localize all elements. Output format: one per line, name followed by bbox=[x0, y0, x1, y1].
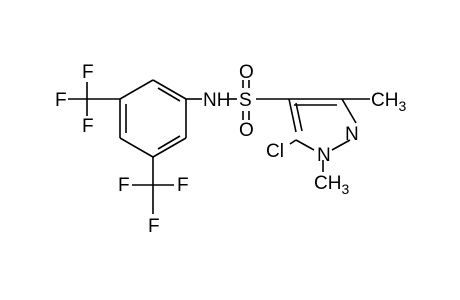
atom-f2: F bbox=[55, 90, 67, 111]
methyl-n1-subscript: 3 bbox=[341, 181, 349, 197]
atom-methyl-c3: CH3 bbox=[371, 90, 406, 114]
atom-s: S bbox=[239, 90, 252, 111]
atom-o-bottom: O bbox=[239, 120, 254, 141]
benzene-ring bbox=[119, 79, 187, 158]
cf3-group-upper bbox=[68, 82, 120, 116]
atom-methyl-n1: CH3 bbox=[314, 173, 349, 197]
atom-f4: F bbox=[118, 175, 130, 196]
bond-c5-cl bbox=[289, 139, 297, 145]
sulfonyl-double-bonds bbox=[242, 80, 250, 120]
cf3-group-lower bbox=[132, 157, 174, 214]
atom-n2: N bbox=[345, 124, 359, 145]
atom-f6: F bbox=[148, 216, 160, 237]
atom-n1: N bbox=[317, 145, 331, 166]
atom-f1: F bbox=[82, 62, 94, 83]
atom-cl: Cl bbox=[266, 141, 284, 162]
atom-nh: NH bbox=[203, 90, 230, 111]
atom-f3: F bbox=[82, 116, 94, 137]
atom-f5: F bbox=[177, 175, 189, 196]
atom-o-top: O bbox=[239, 62, 254, 83]
methyl-c3-subscript: 3 bbox=[398, 98, 406, 114]
pyrazole-ring bbox=[288, 98, 357, 151]
